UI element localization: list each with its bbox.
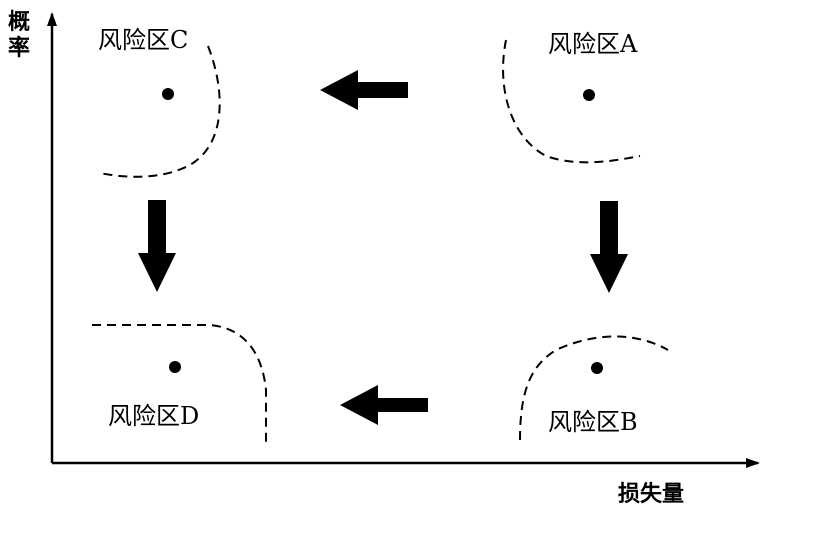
- zone-d-point: [169, 361, 181, 373]
- zone-a-boundary: [502, 39, 641, 164]
- zone-b-boundary: [519, 335, 669, 441]
- arrow-c-to-d: [138, 200, 176, 292]
- zone-a-point: [583, 89, 595, 101]
- x-axis-label: 损失量: [618, 482, 685, 507]
- zone-d-label: 风险区D: [108, 402, 200, 430]
- arrow-a-to-b: [590, 201, 628, 293]
- zone-a-label: 风险区A: [548, 30, 638, 58]
- arrow-b-to-d: [340, 385, 428, 425]
- zone-b-point: [591, 362, 603, 374]
- zone-c-label: 风险区C: [98, 26, 189, 54]
- y-axis-label: 概率: [7, 10, 30, 61]
- zone-c-point: [162, 88, 174, 100]
- arrow-a-to-c: [320, 70, 408, 110]
- zone-c-boundary: [99, 45, 221, 178]
- zone-b-label: 风险区B: [548, 408, 638, 436]
- zone-d-boundary: [92, 324, 267, 442]
